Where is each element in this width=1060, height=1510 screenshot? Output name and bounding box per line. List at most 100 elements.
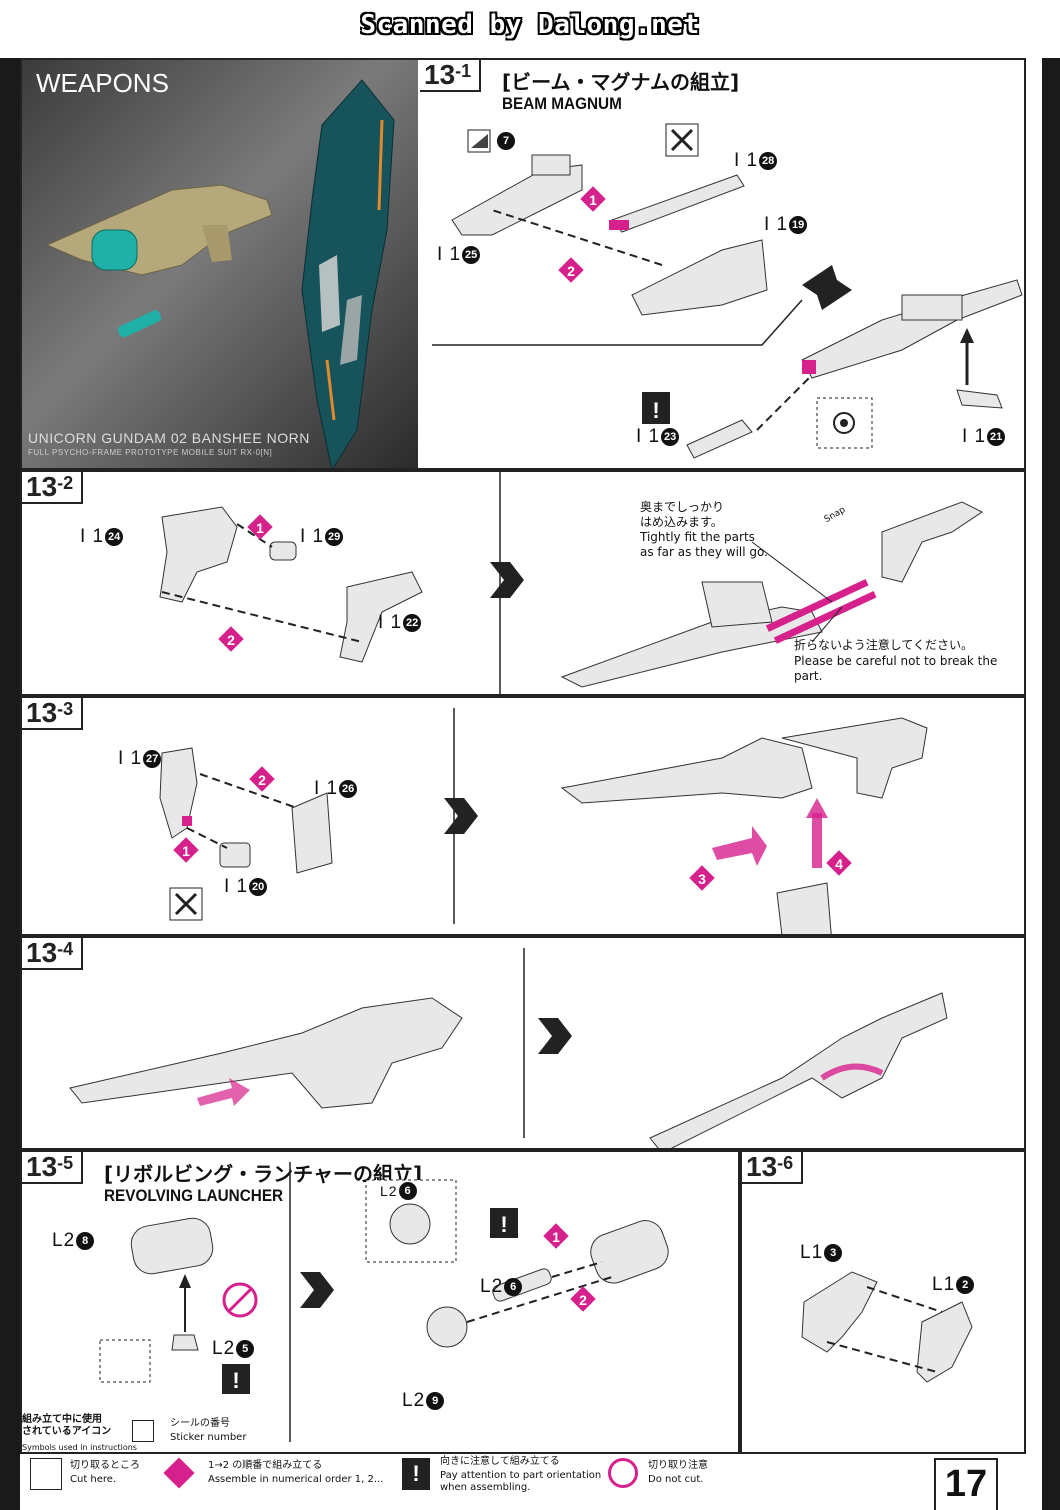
ms-subtitle: FULL PSYCHO-FRAME PROTOTYPE MOBILE SUIT … [28, 448, 273, 457]
step-13-5-en-title: REVOLVING LAUNCHER [104, 1186, 284, 1205]
order-badge-2: 2 [249, 766, 275, 792]
legend-cut-jp: 切り取るところ [70, 1460, 140, 1471]
warn-note-en: Please be careful not to break the part. [794, 654, 998, 683]
part-left-frame [801, 1271, 878, 1353]
legend-nocut-en: Do not cut. [648, 1474, 704, 1485]
warn-note-jp: 折らないよう注意してください。 [794, 638, 974, 652]
legend-nocut-jp: 切り取り注意 [648, 1460, 708, 1471]
part-disc [426, 1306, 468, 1348]
part-muzzle [686, 419, 753, 459]
step-13-5-number: 13-5 [22, 1152, 84, 1184]
step-13-1-jp-title: [ビーム・マグナムの組立] [502, 70, 740, 94]
cut-icon [169, 887, 203, 921]
push-arrow [197, 1078, 250, 1106]
shield-render [301, 79, 395, 468]
svg-text:2: 2 [567, 263, 575, 279]
step-13-1-en-title: BEAM MAGNUM [502, 94, 622, 113]
attention-icon-a: ! [222, 1364, 250, 1394]
part-cylinder [130, 1217, 214, 1275]
step-13-4-diagram [69, 948, 948, 1148]
part-grip [956, 389, 1003, 409]
weapons-title: WEAPONS [36, 68, 169, 98]
cut-legend-icon [30, 1458, 62, 1490]
ms-name: UNICORN GUNDAM 02 BANSHEE NORN [28, 430, 310, 446]
panel-13-5: 13-5 [リボルビング・ランチャーの組立] REVOLVING LAUNCHE… [20, 1150, 740, 1454]
orientation-detail [816, 397, 873, 449]
svg-text:4: 4 [835, 856, 843, 872]
attention-icon-b: ! [490, 1208, 518, 1238]
step-13-5-diagram: ! ! 1 2 [99, 1162, 669, 1442]
weapons-render [45, 79, 395, 468]
scan-header [0, 0, 1060, 58]
legend-sticker-en: Sticker number [170, 1432, 247, 1443]
legend-order-jp: 1→2 の順番で組み立てる [208, 1460, 323, 1471]
instruction-page: WEAPONS UNICORN GUNDAM 02 BANSHEE NORN [20, 58, 1042, 1510]
part-frame [159, 506, 238, 603]
detail-disc [389, 1203, 431, 1245]
svg-text:2: 2 [258, 772, 266, 788]
legend-title-en: Symbols used in instructions [22, 1443, 137, 1452]
step-13-3-number: 13-3 [22, 698, 84, 730]
assembled-rifle [560, 737, 813, 804]
svg-text:3: 3 [698, 871, 706, 887]
no-cut-icon [222, 1282, 258, 1318]
step-13-2-diagram: 1 2 [159, 472, 983, 694]
sticker-legend-icon [132, 1420, 154, 1442]
sticker-icon [467, 129, 491, 153]
step-13-6-number: 13-6 [742, 1152, 804, 1184]
part-barrel [590, 1220, 669, 1284]
step-13-6-diagram [801, 1271, 973, 1383]
proceed-arrow [300, 1272, 334, 1308]
part-handle [776, 882, 832, 934]
attention-legend-icon: ! [402, 1458, 430, 1490]
order-badge-2: 2 [558, 257, 584, 283]
order-badge-4: 4 [826, 850, 852, 876]
part-label-i1-7: 7 [496, 130, 515, 152]
svg-text:1: 1 [552, 1229, 560, 1245]
attention-icon: ! [642, 392, 670, 424]
part-receiver [451, 154, 583, 236]
assembled-magnum [801, 279, 1023, 379]
svg-text:!: ! [232, 1368, 239, 1393]
legend-attn-en: Pay attention to part orientation when a… [440, 1470, 602, 1493]
step-13-4-number: 13-4 [22, 938, 84, 970]
scan-credit: Scanned by Dalong.net [360, 10, 700, 40]
order-badge-1: 1 [543, 1223, 569, 1249]
beam-magnum-render [45, 184, 273, 338]
panel-13-1: WEAPONS UNICORN GUNDAM 02 BANSHEE NORN [20, 58, 1026, 470]
svg-text:1: 1 [589, 192, 597, 208]
part-body [631, 239, 768, 316]
part-clip [219, 842, 251, 868]
weapons-image: WEAPONS UNICORN GUNDAM 02 BANSHEE NORN [22, 60, 418, 468]
legend-sticker-jp: シールの番号 [170, 1418, 230, 1429]
legend-title-jp: 組み立て中に使用 されているアイコン [22, 1414, 112, 1437]
step-13-2-number: 13-2 [22, 472, 84, 504]
rifle-left [69, 997, 463, 1109]
order-badge-1: 1 [247, 514, 273, 540]
svg-text:2: 2 [227, 632, 235, 648]
proceed-arrow [538, 1018, 572, 1054]
panel-13-4: 13-4 [20, 936, 1026, 1150]
order-badge-2: 2 [218, 626, 244, 652]
svg-text:1: 1 [256, 520, 264, 536]
order-badge-3: 3 [689, 865, 715, 891]
legend-attn-jp: 向きに注意して組み立てる [440, 1456, 560, 1467]
svg-text:2: 2 [579, 1292, 587, 1308]
order-badge-1: 1 [580, 186, 606, 212]
